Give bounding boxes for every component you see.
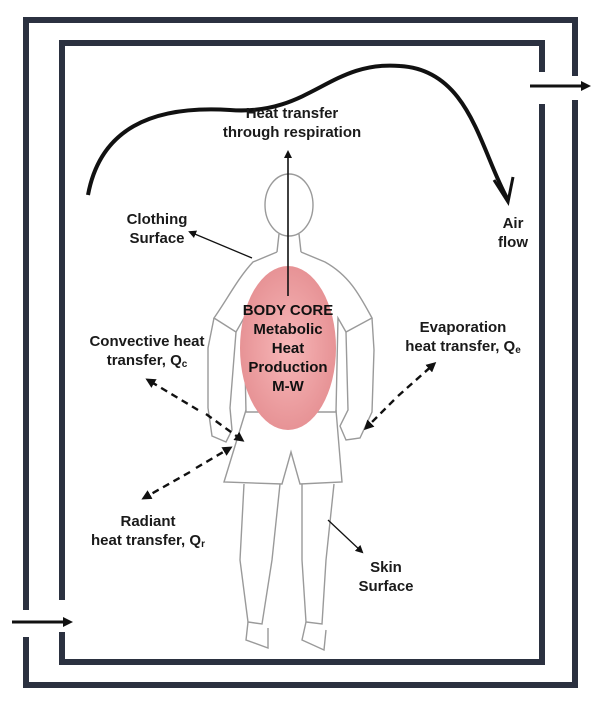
feet (245, 621, 327, 652)
air-flow-curve (86, 63, 510, 201)
clothing-label-line2: Surface (129, 230, 185, 247)
head (264, 173, 314, 237)
convective-arrow (145, 378, 199, 412)
evaporation-label-line1: Evaporation (419, 319, 507, 336)
evaporation-arrow-inner (363, 399, 395, 431)
body-core-label: BODY CORE Metabolic Heat Production M-W (238, 301, 338, 396)
respiration-label-line1: Heat transfer (245, 105, 339, 122)
convective-label: Convective heat transfer, Qc (82, 332, 212, 370)
evaporation-arrow (397, 362, 437, 397)
right-arm (339, 317, 375, 441)
skin-surface-label: Skin Surface (346, 558, 426, 596)
air-flow-arrowhead (492, 176, 515, 206)
radiant-label-line1: Radiant (120, 513, 176, 530)
air-flow-label-line2: flow (498, 234, 528, 251)
body-core (240, 266, 336, 430)
clothing-surface-label: Clothing Surface (112, 210, 202, 248)
clothing-pointer (188, 230, 253, 259)
left-arm (207, 317, 237, 443)
respiration-label: Heat transfer through respiration (212, 104, 372, 142)
radiant-arrow-inner (195, 446, 233, 470)
skin-pointer (327, 519, 364, 554)
radiant-label-line2: heat transfer, Qr (91, 532, 205, 550)
core-label-line3: Heat (271, 340, 305, 357)
respiration-label-line2: through respiration (222, 124, 362, 141)
legs (239, 483, 335, 625)
skin-label-line2: Surface (358, 578, 414, 595)
neck (276, 233, 302, 253)
convective-label-line2: transfer, Qc (106, 352, 188, 370)
convective-arrow-inner (205, 413, 245, 442)
core-label-line1: BODY CORE (242, 302, 334, 319)
core-label-line4: Production (248, 359, 328, 376)
inner-chamber-wall (59, 40, 545, 665)
evaporation-label: Evaporation heat transfer, Qe (388, 318, 538, 356)
air-flow-label-line1: Air (502, 215, 524, 232)
convective-label-line1: Convective heat (89, 333, 205, 350)
shorts (223, 409, 343, 485)
radiant-arrow (141, 470, 191, 500)
evaporation-label-line2: heat transfer, Qe (405, 338, 521, 356)
air-flow-label: Air flow (488, 214, 538, 252)
core-label-line5: M-W (272, 378, 304, 395)
skin-label-line1: Skin (370, 559, 402, 576)
core-label-line2: Metabolic (253, 321, 323, 338)
outer-chamber-wall (23, 17, 578, 688)
clothing-label-line1: Clothing (126, 211, 188, 228)
radiant-label: Radiant heat transfer, Qr (78, 512, 218, 550)
